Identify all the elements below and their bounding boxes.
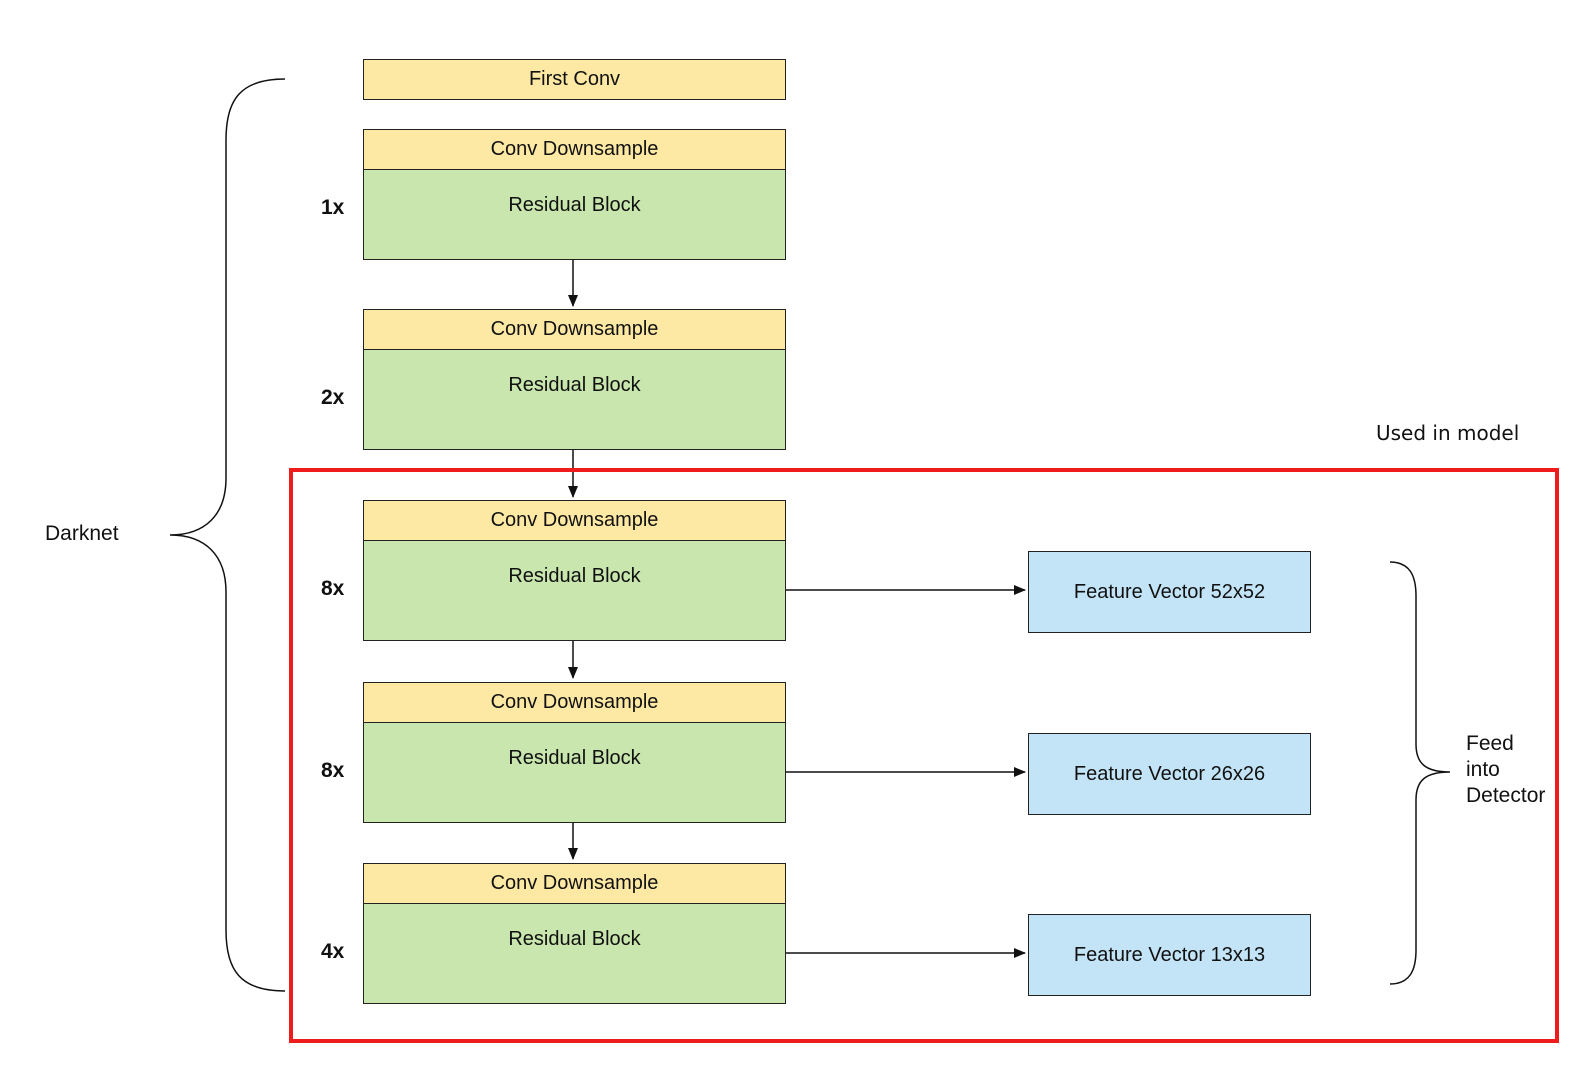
conv-downsample-box-1: Conv Downsample	[363, 129, 786, 170]
conv-downsample-label: Conv Downsample	[490, 872, 659, 894]
first-conv-label: First Conv	[528, 68, 621, 90]
feed-label-line-1: Feed	[1466, 732, 1514, 755]
detector-brace	[1389, 561, 1451, 985]
feature-vector-label: Feature Vector 13x13	[1073, 943, 1266, 966]
residual-block-box-3: Residual Block	[363, 540, 786, 641]
residual-block-label: Residual Block	[508, 194, 641, 216]
residual-block-label: Residual Block	[508, 928, 641, 950]
used-in-model-frame	[289, 468, 1559, 1043]
conv-downsample-box-5: Conv Downsample	[363, 863, 786, 904]
feed-label-line-2: into	[1466, 758, 1500, 781]
residual-block-box-5: Residual Block	[363, 903, 786, 1004]
first-conv-box: First Conv	[363, 59, 786, 100]
residual-block-box-4: Residual Block	[363, 722, 786, 823]
used-in-model-label: Used in model	[1376, 421, 1520, 445]
feature-vector-label: Feature Vector 26x26	[1073, 762, 1266, 785]
multiplier-label-4: 8x	[321, 759, 345, 782]
residual-block-label: Residual Block	[508, 747, 641, 769]
feed-label-line-3: Detector	[1466, 784, 1546, 807]
conv-downsample-label: Conv Downsample	[490, 509, 659, 531]
conv-downsample-label: Conv Downsample	[490, 138, 659, 160]
residual-block-box-1: Residual Block	[363, 169, 786, 260]
multiplier-label-2: 2x	[321, 386, 345, 409]
residual-block-label: Residual Block	[508, 374, 641, 396]
residual-block-label: Residual Block	[508, 565, 641, 587]
conv-downsample-box-4: Conv Downsample	[363, 682, 786, 723]
conv-downsample-label: Conv Downsample	[490, 318, 659, 340]
darknet-brace	[169, 78, 286, 992]
feature-vector-13-box: Feature Vector 13x13	[1028, 914, 1311, 996]
feed-into-detector-label: Feed into Detector	[1466, 731, 1545, 809]
conv-downsample-label: Conv Downsample	[490, 691, 659, 713]
darknet-label: Darknet	[45, 522, 119, 545]
multiplier-label-3: 8x	[321, 577, 345, 600]
multiplier-label-5: 4x	[321, 940, 345, 963]
feature-vector-52-box: Feature Vector 52x52	[1028, 551, 1311, 633]
residual-block-box-2: Residual Block	[363, 349, 786, 450]
feature-vector-26-box: Feature Vector 26x26	[1028, 733, 1311, 815]
multiplier-label-1: 1x	[321, 196, 345, 219]
conv-downsample-box-3: Conv Downsample	[363, 500, 786, 541]
feature-vector-label: Feature Vector 52x52	[1073, 580, 1266, 603]
conv-downsample-box-2: Conv Downsample	[363, 309, 786, 350]
